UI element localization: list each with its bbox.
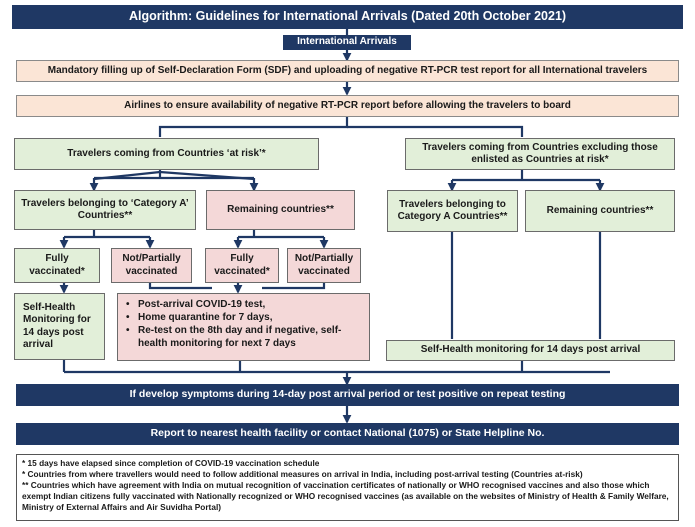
- footnote: * Countries from where travellers would …: [22, 469, 583, 479]
- step-self-declaration: Mandatory filling up of Self-Declaration…: [16, 60, 679, 82]
- post-arrival-item: Post-arrival COVID-19 test,: [126, 298, 363, 311]
- arrow-split-right: [347, 125, 524, 137]
- fully-vaccinated-cat-a: Fully vaccinated*: [14, 248, 100, 283]
- report-step: Report to nearest health facility or con…: [16, 423, 679, 445]
- travelers-at-risk: Travelers coming from Countries ‘at risk…: [14, 138, 319, 170]
- self-monitoring-left: Self-Health Monitoring for 14 days post …: [14, 293, 105, 360]
- post-arrival-item: Home quarantine for 7 days,: [126, 311, 363, 324]
- not-partially-vaccinated-cat-a: Not/Partially vaccinated: [111, 248, 192, 283]
- flowchart-title: Algorithm: Guidelines for International …: [12, 5, 683, 29]
- footnote: ** Countries which have agreement with I…: [22, 480, 669, 512]
- travelers-not-at-risk: Travelers coming from Countries excludin…: [405, 138, 675, 170]
- step-airlines-check: Airlines to ensure availability of negat…: [16, 95, 679, 117]
- post-arrival-measures: Post-arrival COVID-19 test, Home quarant…: [117, 293, 370, 361]
- symptoms-step: If develop symptoms during 14-day post a…: [16, 384, 679, 406]
- footnote: * 15 days have elapsed since completion …: [22, 458, 320, 468]
- category-a-left: Travelers belonging to ‘Category A’ Coun…: [14, 190, 196, 230]
- remaining-countries-right: Remaining countries**: [525, 190, 675, 232]
- not-partially-vaccinated-remaining: Not/Partially vaccinated: [287, 248, 361, 283]
- category-a-right: Travelers belonging to Category A Countr…: [387, 190, 518, 232]
- start-international-arrivals: International Arrivals: [283, 35, 411, 50]
- self-monitoring-right: Self-Health monitoring for 14 days post …: [386, 340, 675, 361]
- fully-vaccinated-remaining: Fully vaccinated*: [205, 248, 279, 283]
- arrow-split-main: [158, 117, 349, 137]
- post-arrival-item: Re-test on the 8th day and if negative, …: [126, 324, 363, 350]
- footnotes: * 15 days have elapsed since completion …: [16, 454, 679, 521]
- remaining-countries-left: Remaining countries**: [206, 190, 355, 230]
